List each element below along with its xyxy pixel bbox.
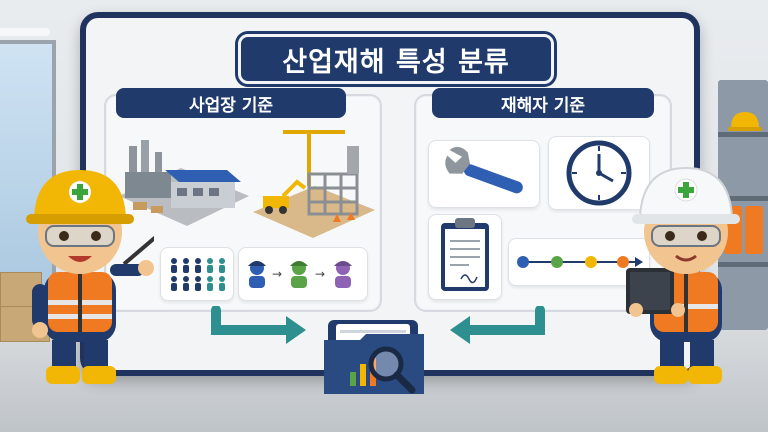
- clock-icon: [566, 140, 632, 206]
- workplace-header: 사업장 기준: [116, 88, 346, 118]
- folder-icon: [324, 320, 424, 394]
- wrench-card: [428, 140, 540, 208]
- svg-text:→: →: [272, 267, 282, 281]
- clock-card: [548, 136, 650, 210]
- factory-illustration: [119, 140, 249, 226]
- right-flow-arrow: [450, 306, 545, 344]
- construction-site-illustration: [253, 130, 375, 238]
- safety-vest-hanging: [745, 206, 763, 254]
- worker-progression-card: → →: [238, 247, 368, 301]
- background-window: [0, 40, 56, 308]
- shelf-board: [718, 262, 768, 267]
- shelf-board: [718, 196, 768, 201]
- people-group-icon: [171, 258, 225, 291]
- magnifier-icon: [368, 346, 404, 382]
- right-worker-character: [626, 166, 740, 384]
- workers-count-card: [160, 247, 234, 301]
- page-title: 산업재해 특성 분류: [238, 34, 554, 84]
- worker-progression-icon: → →: [248, 261, 352, 288]
- victim-header: 재해자 기준: [432, 88, 654, 118]
- ceiling-light: [0, 28, 50, 36]
- timeline-card: [508, 238, 650, 286]
- svg-text:→: →: [315, 267, 325, 281]
- clipboard-card: [428, 214, 502, 300]
- hard-hat-icon: [728, 112, 762, 131]
- clipboard-icon: [441, 218, 489, 291]
- wrench-icon: [445, 146, 523, 194]
- left-flow-arrow: [211, 306, 306, 344]
- left-worker-character: [26, 170, 154, 384]
- timeline-icon: [517, 256, 643, 268]
- shelf-board: [718, 132, 768, 137]
